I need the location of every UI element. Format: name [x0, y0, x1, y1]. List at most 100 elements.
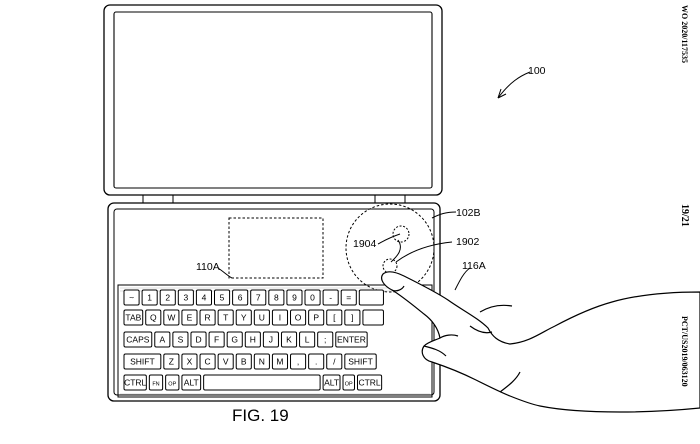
key-o[interactable]: O — [290, 309, 307, 326]
key-label: , — [297, 357, 299, 367]
key-u[interactable]: U — [253, 309, 270, 326]
key-blank[interactable] — [362, 309, 384, 326]
key-period[interactable]: . — [308, 353, 325, 370]
touch-point-lower — [382, 258, 398, 274]
key-label: OP — [345, 382, 353, 388]
key-minus[interactable]: - — [322, 289, 339, 306]
key-label: 4 — [202, 293, 207, 303]
key-m[interactable]: M — [271, 353, 289, 370]
key-3[interactable]: 3 — [177, 289, 194, 306]
key-q[interactable]: Q — [145, 309, 162, 326]
hand-illustration — [381, 271, 700, 413]
key-label: H — [250, 335, 256, 345]
key-c[interactable]: C — [199, 353, 216, 370]
key-label: CTRL — [124, 378, 146, 388]
key-x[interactable]: X — [181, 353, 198, 370]
key-a[interactable]: A — [154, 331, 171, 348]
key-e[interactable]: E — [181, 309, 198, 326]
key-ctrl[interactable]: CTRL — [356, 374, 383, 391]
key-l[interactable]: L — [299, 331, 316, 348]
key-7[interactable]: 7 — [250, 289, 267, 306]
key-5[interactable]: 5 — [214, 289, 231, 306]
key-label: OP — [168, 382, 176, 388]
key-label: 3 — [183, 293, 188, 303]
key-p[interactable]: P — [308, 309, 325, 326]
key-label: ~ — [129, 293, 134, 303]
ref-label-110a: 110A — [196, 261, 220, 273]
key-6[interactable]: 6 — [232, 289, 249, 306]
key-t[interactable]: T — [217, 309, 234, 326]
key-9[interactable]: 9 — [286, 289, 303, 306]
key-label: O — [295, 313, 302, 323]
key-label: U — [259, 313, 265, 323]
key-w[interactable]: W — [163, 309, 180, 326]
key-tab[interactable]: TAB — [123, 309, 144, 326]
key-label: S — [178, 335, 184, 345]
key-label: 2 — [165, 293, 170, 303]
key-label: / — [333, 357, 336, 367]
key-space[interactable] — [203, 374, 321, 391]
key-label: = — [346, 293, 351, 303]
ref-label-1904: 1904 — [353, 238, 377, 250]
key-label: J — [269, 335, 273, 345]
key-label: 7 — [256, 293, 261, 303]
key-label: L — [305, 335, 310, 345]
key-label: G — [231, 335, 238, 345]
key-2[interactable]: 2 — [159, 289, 176, 306]
key-label: [ — [333, 313, 336, 323]
key-label: Q — [150, 313, 157, 323]
key-label: B — [241, 357, 247, 367]
key-comma[interactable]: , — [290, 353, 307, 370]
key-caps[interactable]: CAPS — [123, 331, 153, 348]
key-n[interactable]: N — [253, 353, 270, 370]
key-label: ] — [351, 313, 353, 323]
key-r[interactable]: R — [199, 309, 216, 326]
key-rbracket[interactable]: ] — [344, 309, 361, 326]
key-j[interactable]: J — [262, 331, 279, 348]
key-alt[interactable]: ALT — [322, 374, 341, 391]
key-slash[interactable]: / — [326, 353, 343, 370]
key-label: Y — [241, 313, 247, 323]
key-op[interactable]: OP — [342, 374, 355, 391]
key-s[interactable]: S — [172, 331, 189, 348]
key-label: E — [187, 313, 193, 323]
key-i[interactable]: I — [271, 309, 289, 326]
key-label: W — [167, 313, 175, 323]
key-shift[interactable]: SHIFT — [344, 353, 377, 370]
key-alt[interactable]: ALT — [181, 374, 202, 391]
key-shift[interactable]: SHIFT — [123, 353, 162, 370]
key-fn[interactable]: FN — [148, 374, 164, 391]
key-4[interactable]: 4 — [195, 289, 212, 306]
key-8[interactable]: 8 — [268, 289, 285, 306]
key-ctrl[interactable]: CTRL — [123, 374, 147, 391]
key-g[interactable]: G — [226, 331, 243, 348]
key-d[interactable]: D — [190, 331, 207, 348]
key-enter[interactable]: ENTER — [335, 331, 368, 348]
key-tilde[interactable]: ~ — [123, 289, 140, 306]
key-label: ALT — [184, 378, 199, 388]
touch-area-110a — [228, 217, 324, 279]
key-0[interactable]: 0 — [304, 289, 321, 306]
key-h[interactable]: H — [244, 331, 261, 348]
key-v[interactable]: V — [217, 353, 234, 370]
sheet-number: 19/21 — [679, 204, 690, 227]
key-op[interactable]: OP — [165, 374, 180, 391]
key-blank[interactable] — [358, 289, 384, 306]
key-k[interactable]: K — [280, 331, 298, 348]
key-lbracket[interactable]: [ — [326, 309, 343, 326]
key-label: T — [223, 313, 228, 323]
key-semicolon[interactable]: ; — [317, 331, 334, 348]
key-label: D — [195, 335, 201, 345]
key-label: ENTER — [337, 335, 366, 345]
key-label: SHIFT — [130, 357, 155, 367]
key-f[interactable]: F — [208, 331, 225, 348]
key-1[interactable]: 1 — [141, 289, 158, 306]
key-y[interactable]: Y — [235, 309, 252, 326]
reference-lines — [217, 71, 531, 291]
key-equals[interactable]: = — [340, 289, 357, 306]
key-b[interactable]: B — [235, 353, 252, 370]
key-label: 8 — [274, 293, 279, 303]
key-z[interactable]: Z — [163, 353, 180, 370]
gesture-path — [390, 239, 401, 263]
